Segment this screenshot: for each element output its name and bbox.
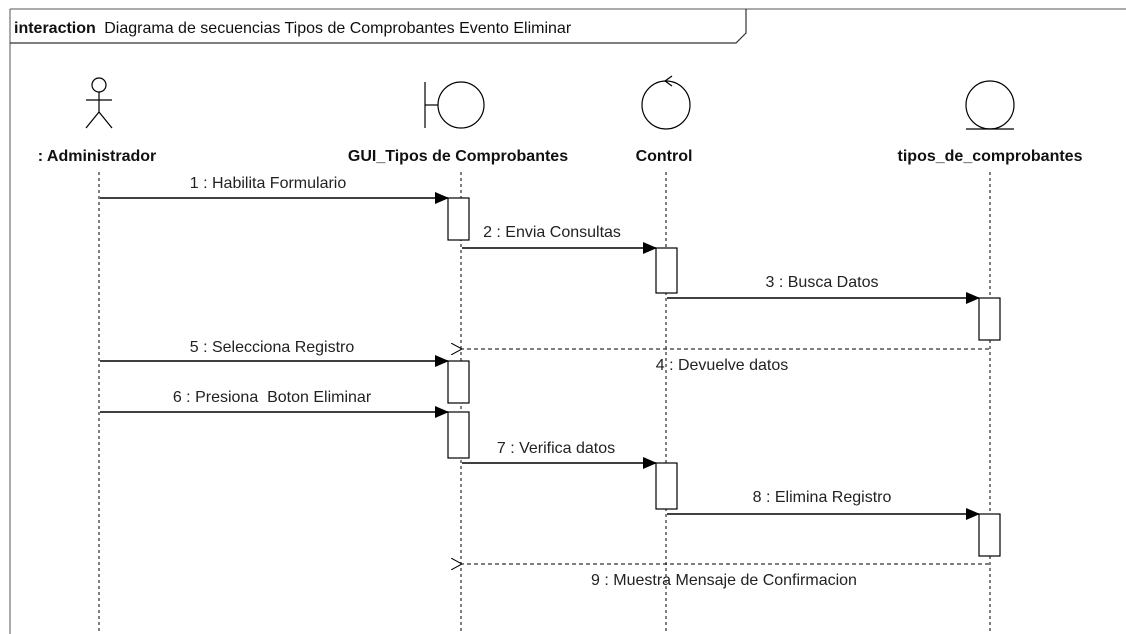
message-9: 9 : Muestra Mensaje de Confirmacion bbox=[462, 564, 989, 589]
control-icon bbox=[641, 75, 691, 130]
activation-control-1 bbox=[655, 247, 678, 294]
message-7: 7 : Verifica datos bbox=[462, 440, 657, 469]
interaction-frame: interaction Diagrama de secuencias Tipos… bbox=[9, 8, 1126, 634]
message-8-label: 8 : Elimina Registro bbox=[753, 489, 892, 506]
message-3-label: 3 : Busca Datos bbox=[766, 274, 879, 291]
lifeline-label-gui: GUI_Tipos de Comprobantes bbox=[348, 148, 568, 165]
activation-entity-2 bbox=[978, 513, 1001, 557]
message-7-label: 7 : Verifica datos bbox=[497, 440, 615, 457]
message-4: 4 : Devuelve datos bbox=[462, 349, 989, 374]
message-2-label: 2 : Envia Consultas bbox=[483, 224, 621, 241]
lifeline-label-entity: tipos_de_comprobantes bbox=[898, 148, 1083, 165]
boundary-icon bbox=[424, 81, 485, 129]
actor-icon bbox=[85, 77, 113, 129]
message-4-label: 4 : Devuelve datos bbox=[656, 357, 789, 374]
message-1: 1 : Habilita Formulario bbox=[100, 175, 449, 204]
message-2: 2 : Envia Consultas bbox=[462, 224, 657, 254]
message-1-label: 1 : Habilita Formulario bbox=[190, 175, 347, 192]
message-5-label: 5 : Selecciona Registro bbox=[190, 339, 355, 356]
entity-icon bbox=[965, 80, 1015, 130]
message-9-label: 9 : Muestra Mensaje de Confirmacion bbox=[591, 572, 857, 589]
message-8: 8 : Elimina Registro bbox=[667, 489, 980, 520]
activation-gui-1 bbox=[447, 197, 470, 241]
activation-control-2 bbox=[655, 462, 678, 510]
lifeline-label-control: Control bbox=[636, 148, 693, 165]
message-6: 6 : Presiona Boton Eliminar bbox=[100, 389, 449, 418]
message-6-label: 6 : Presiona Boton Eliminar bbox=[173, 389, 372, 406]
message-3: 3 : Busca Datos bbox=[667, 274, 980, 304]
lifeline-label-admin: : Administrador bbox=[38, 148, 157, 165]
activation-entity-1 bbox=[978, 297, 1001, 341]
frame-keyword: interaction bbox=[14, 20, 96, 37]
message-5: 5 : Selecciona Registro bbox=[100, 339, 449, 367]
frame-title: interaction Diagrama de secuencias Tipos… bbox=[14, 20, 572, 37]
frame-title-text: Diagrama de secuencias Tipos de Comproba… bbox=[104, 20, 572, 37]
activation-gui-2 bbox=[447, 360, 470, 404]
activation-gui-3 bbox=[447, 411, 470, 459]
